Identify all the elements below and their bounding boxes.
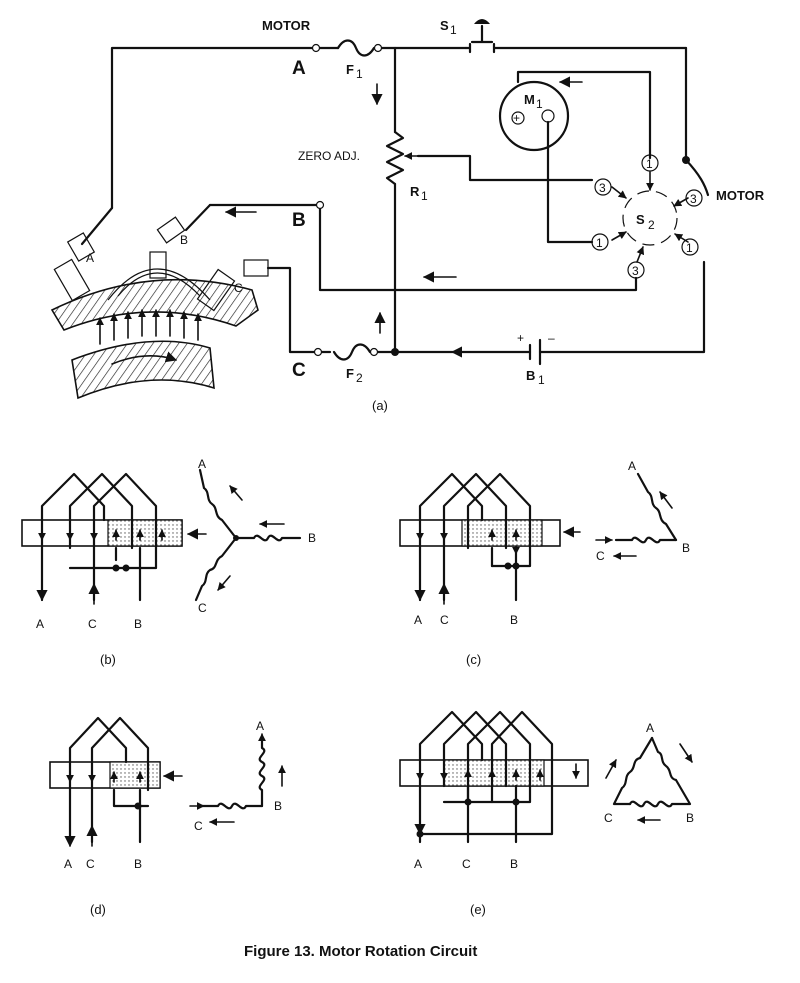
svg-text:C: C bbox=[198, 601, 207, 615]
panel-d-winding: A C B A B C (d) bbox=[49, 716, 286, 917]
svg-text:A: A bbox=[64, 857, 72, 871]
svg-text:A: A bbox=[628, 459, 636, 473]
svg-text:B: B bbox=[510, 613, 518, 627]
svg-text:3: 3 bbox=[599, 181, 606, 195]
meter-label: M bbox=[524, 92, 535, 107]
svg-text:A: A bbox=[256, 719, 264, 733]
svg-text:B: B bbox=[686, 811, 694, 825]
svg-text:1: 1 bbox=[356, 67, 363, 81]
terminal-c-label: C bbox=[292, 360, 306, 381]
terminal-b-label: B bbox=[292, 210, 306, 231]
svg-text:A: A bbox=[198, 457, 206, 471]
svg-text:1: 1 bbox=[596, 236, 603, 250]
svg-text:3: 3 bbox=[632, 264, 639, 278]
svg-text:2: 2 bbox=[648, 218, 655, 232]
fuse-f1-label: F bbox=[346, 62, 354, 77]
svg-text:A: A bbox=[36, 617, 44, 631]
switch-contact-right-bottom: 1 bbox=[681, 238, 699, 256]
motor-top-label: MOTOR bbox=[262, 18, 311, 33]
terminal-a-label: A bbox=[292, 58, 306, 79]
svg-text:–: – bbox=[548, 331, 555, 345]
svg-text:3: 3 bbox=[690, 192, 697, 206]
svg-text:1: 1 bbox=[421, 189, 428, 203]
panel-b-label: (b) bbox=[100, 652, 116, 667]
svg-text:B: B bbox=[274, 799, 282, 813]
switch-contact-left-bottom: 1 bbox=[591, 233, 609, 251]
svg-text:C: C bbox=[88, 617, 97, 631]
panel-a-schematic: + M 1 S 2 1 3 bbox=[50, 18, 765, 413]
svg-text:B: B bbox=[134, 857, 142, 871]
panel-b-winding: A C B A B C (b) bbox=[21, 457, 316, 667]
zero-adj-label: ZERO ADJ. bbox=[298, 149, 360, 163]
figure-caption: Figure 13. Motor Rotation Circuit bbox=[244, 943, 477, 960]
switch-contact-left-top: 3 bbox=[594, 178, 612, 196]
svg-text:A: A bbox=[414, 613, 422, 627]
svg-text:1: 1 bbox=[538, 373, 545, 387]
switch-s1-label: S bbox=[440, 18, 449, 33]
switch-contact-bottom: 3 bbox=[627, 261, 645, 279]
svg-text:C: C bbox=[462, 857, 471, 871]
flux-arrows bbox=[96, 309, 202, 345]
resistor-r1 bbox=[385, 130, 405, 186]
brush-c: C bbox=[196, 259, 269, 312]
fuse-f2-label: F bbox=[346, 366, 354, 381]
switch-contact-right-top: 3 bbox=[685, 189, 703, 207]
panel-e-winding: A C B A B C (e) bbox=[399, 710, 694, 917]
motor-right-label: MOTOR bbox=[716, 188, 765, 203]
meter-plus-label: + bbox=[513, 111, 520, 125]
brush-b: B bbox=[149, 216, 188, 279]
svg-text:2: 2 bbox=[356, 371, 363, 385]
fuse-f2 bbox=[332, 343, 372, 361]
motor-illustration: A B C bbox=[50, 216, 269, 400]
svg-text:C: C bbox=[596, 549, 605, 563]
brush-a: A bbox=[53, 232, 96, 302]
panel-e-label: (e) bbox=[470, 902, 486, 917]
svg-text:B: B bbox=[308, 531, 316, 545]
svg-text:C: C bbox=[194, 819, 203, 833]
svg-text:1: 1 bbox=[450, 23, 457, 37]
svg-text:B: B bbox=[134, 617, 142, 631]
svg-text:A: A bbox=[646, 721, 654, 735]
svg-text:A: A bbox=[86, 251, 94, 265]
battery-b1: + – B 1 bbox=[517, 331, 555, 387]
svg-text:1: 1 bbox=[646, 157, 653, 171]
svg-text:C: C bbox=[440, 613, 449, 627]
svg-text:1: 1 bbox=[686, 241, 693, 255]
switch-s2-label: S bbox=[636, 212, 645, 227]
fuse-f1 bbox=[336, 39, 376, 57]
svg-text:+: + bbox=[517, 331, 524, 345]
svg-text:A: A bbox=[414, 857, 422, 871]
svg-text:C: C bbox=[604, 811, 613, 825]
battery-label: B bbox=[526, 368, 535, 383]
panel-c-label: (c) bbox=[466, 652, 481, 667]
svg-text:B: B bbox=[180, 233, 188, 247]
meter-m1: + M 1 bbox=[498, 80, 570, 152]
panel-a-label: (a) bbox=[372, 398, 388, 413]
svg-text:1: 1 bbox=[536, 97, 543, 111]
switch-s1 bbox=[464, 19, 688, 54]
svg-text:C: C bbox=[234, 281, 243, 295]
svg-text:B: B bbox=[510, 857, 518, 871]
panel-c-winding: A C B A B C (c) bbox=[399, 459, 690, 667]
svg-text:C: C bbox=[86, 857, 95, 871]
rotary-switch-s2: S 2 1 3 3 1 bbox=[591, 154, 703, 279]
svg-text:B: B bbox=[682, 541, 690, 555]
resistor-label: R bbox=[410, 184, 420, 199]
panel-d-label: (d) bbox=[90, 902, 106, 917]
switch-contact-top: 1 bbox=[641, 154, 659, 172]
